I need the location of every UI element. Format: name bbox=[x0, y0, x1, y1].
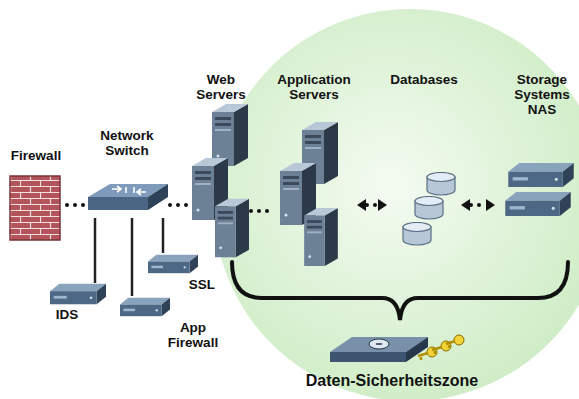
device-disc bbox=[369, 339, 389, 349]
cable-link bbox=[162, 218, 165, 253]
device-node: Firewall bbox=[6, 148, 66, 242]
device-label: Network Switch bbox=[91, 128, 163, 158]
device-label: Application Servers bbox=[272, 72, 356, 102]
dotted-link bbox=[367, 203, 377, 207]
arrow-head bbox=[461, 199, 470, 211]
device-node: Application Servers bbox=[272, 72, 356, 268]
ids-appliance bbox=[50, 284, 106, 305]
database-cylinder bbox=[415, 197, 443, 220]
server-tower bbox=[215, 199, 249, 258]
device-front bbox=[330, 352, 406, 362]
device-node: Storage Systems NAS bbox=[496, 72, 576, 220]
zone-bracket bbox=[232, 262, 568, 320]
device-label: IDS bbox=[48, 307, 86, 322]
switch-icon bbox=[88, 184, 168, 210]
key-ring bbox=[454, 335, 464, 345]
device-node: App Firewall bbox=[118, 296, 226, 360]
network-link bbox=[251, 211, 271, 212]
network-link bbox=[357, 199, 387, 211]
device-node: IDS bbox=[48, 283, 108, 325]
key-shafts bbox=[418, 341, 455, 360]
network-link bbox=[95, 218, 96, 283]
dotted-link bbox=[251, 209, 271, 213]
secure-storage-icon bbox=[330, 335, 464, 362]
brick-wall bbox=[10, 176, 60, 240]
device-label: App Firewall bbox=[162, 320, 224, 350]
cable-link bbox=[131, 218, 134, 296]
firewall-icon bbox=[10, 176, 60, 240]
switch-arrows bbox=[112, 186, 146, 195]
device-label: Web Servers bbox=[192, 72, 250, 102]
device-node: Network Switch bbox=[85, 128, 169, 218]
server-tower bbox=[304, 208, 338, 266]
server-tower bbox=[212, 104, 248, 166]
device-label: Storage Systems NAS bbox=[510, 72, 574, 117]
device-node: Databases bbox=[388, 72, 460, 250]
zone-label: Daten-Sicherheitszone bbox=[262, 372, 522, 390]
dotted-link bbox=[471, 203, 485, 207]
cable-link bbox=[94, 218, 97, 283]
web-server-icons bbox=[192, 104, 249, 257]
database-cylinder bbox=[403, 223, 431, 246]
device-mark bbox=[376, 343, 382, 345]
device-label: SSL bbox=[186, 277, 218, 292]
arrow-head bbox=[378, 199, 387, 211]
network-link bbox=[461, 199, 495, 211]
device-side bbox=[406, 337, 428, 362]
switch-front bbox=[88, 197, 148, 210]
dotted-link bbox=[170, 203, 187, 207]
arrow-head bbox=[357, 199, 366, 211]
switch-side bbox=[148, 184, 168, 210]
database-cylinder bbox=[427, 173, 455, 196]
nas-icons bbox=[505, 163, 573, 216]
nas-unit bbox=[508, 163, 573, 187]
network-link bbox=[163, 218, 164, 253]
nas-unit bbox=[505, 192, 570, 216]
device-node: Web Servers bbox=[188, 72, 250, 264]
ssl-appliance bbox=[148, 255, 198, 273]
security-zone-circle bbox=[214, 9, 579, 399]
network-link bbox=[132, 218, 133, 296]
network-link bbox=[170, 205, 187, 206]
device-label: Firewall bbox=[6, 148, 66, 163]
dotted-link bbox=[67, 203, 84, 207]
app-firewall-appliance bbox=[120, 298, 170, 316]
device-label: Databases bbox=[388, 72, 460, 87]
key-bunch bbox=[418, 335, 464, 360]
device-node: SSL bbox=[146, 253, 218, 295]
network-link bbox=[67, 205, 84, 206]
arrow-head bbox=[486, 199, 495, 211]
application-server-icons bbox=[280, 122, 338, 266]
database-icons bbox=[403, 173, 455, 246]
